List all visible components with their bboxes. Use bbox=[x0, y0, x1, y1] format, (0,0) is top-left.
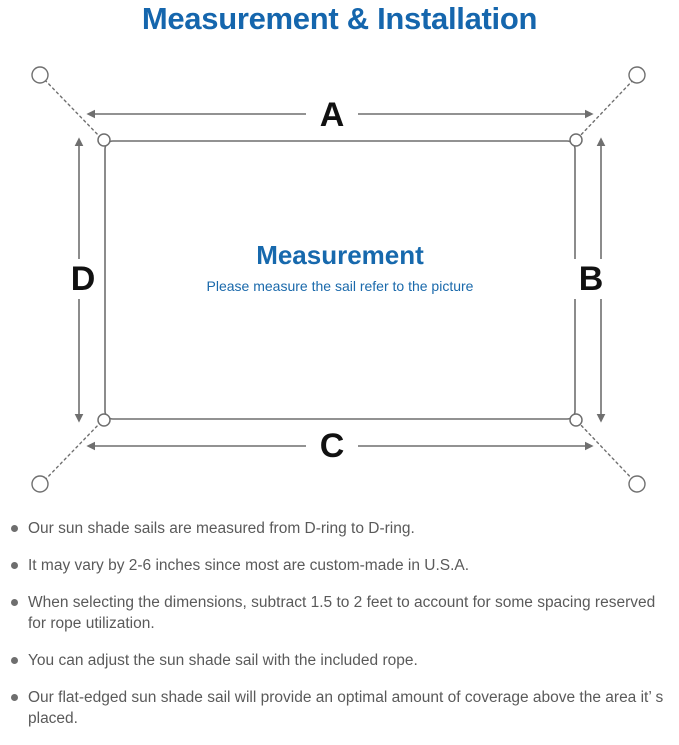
d-rings bbox=[97, 133, 583, 427]
list-item-text: Our sun shade sails are measured from D-… bbox=[28, 520, 415, 537]
anchor-points bbox=[31, 66, 646, 493]
dimension-label-d: D bbox=[62, 259, 104, 299]
anchor-bottom-right bbox=[628, 475, 646, 493]
sail-caption-title: Measurement bbox=[256, 240, 424, 270]
list-item-text: It may vary by 2-6 inches since most are… bbox=[28, 557, 470, 574]
d-ring-top-right bbox=[569, 133, 583, 147]
d-ring-bottom-right bbox=[569, 413, 583, 427]
list-item: Our flat-edged sun shade sail will provi… bbox=[0, 687, 679, 729]
list-item-text: You can adjust the sun shade sail with t… bbox=[28, 652, 418, 669]
bullet-icon bbox=[11, 657, 18, 664]
anchor-top-right bbox=[628, 66, 646, 84]
dimension-label-b: B bbox=[570, 259, 612, 299]
list-item: You can adjust the sun shade sail with t… bbox=[0, 650, 679, 671]
bullet-icon bbox=[11, 525, 18, 532]
bullet-icon bbox=[11, 694, 18, 701]
page-title: Measurement & Installation bbox=[141, 1, 538, 36]
measurement-diagram: A B C D Measurement Please measure the s… bbox=[0, 50, 679, 510]
sail-caption-subtitle: Please measure the sail refer to the pic… bbox=[206, 278, 474, 294]
d-ring-bottom-left bbox=[97, 413, 111, 427]
notes-list: Our sun shade sails are measured from D-… bbox=[0, 518, 679, 745]
sail-caption: Measurement Please measure the sail refe… bbox=[110, 240, 570, 295]
rope-top-left bbox=[40, 75, 102, 139]
list-item: When selecting the dimensions, subtract … bbox=[0, 592, 679, 634]
list-item: Our sun shade sails are measured from D-… bbox=[0, 518, 679, 539]
bullet-icon bbox=[11, 562, 18, 569]
rope-bottom-left bbox=[40, 421, 102, 485]
dimension-label-a: A bbox=[306, 96, 358, 134]
anchor-bottom-left bbox=[31, 475, 49, 493]
list-item-text: When selecting the dimensions, subtract … bbox=[28, 594, 656, 632]
list-item-text: Our flat-edged sun shade sail will provi… bbox=[28, 689, 664, 727]
rope-top-right bbox=[577, 75, 638, 139]
anchor-top-left bbox=[31, 66, 49, 84]
bullet-icon bbox=[11, 599, 18, 606]
d-ring-top-left bbox=[97, 133, 111, 147]
list-item: It may vary by 2-6 inches since most are… bbox=[0, 555, 679, 576]
dimension-label-c: C bbox=[306, 427, 358, 465]
rope-bottom-right bbox=[577, 421, 638, 485]
